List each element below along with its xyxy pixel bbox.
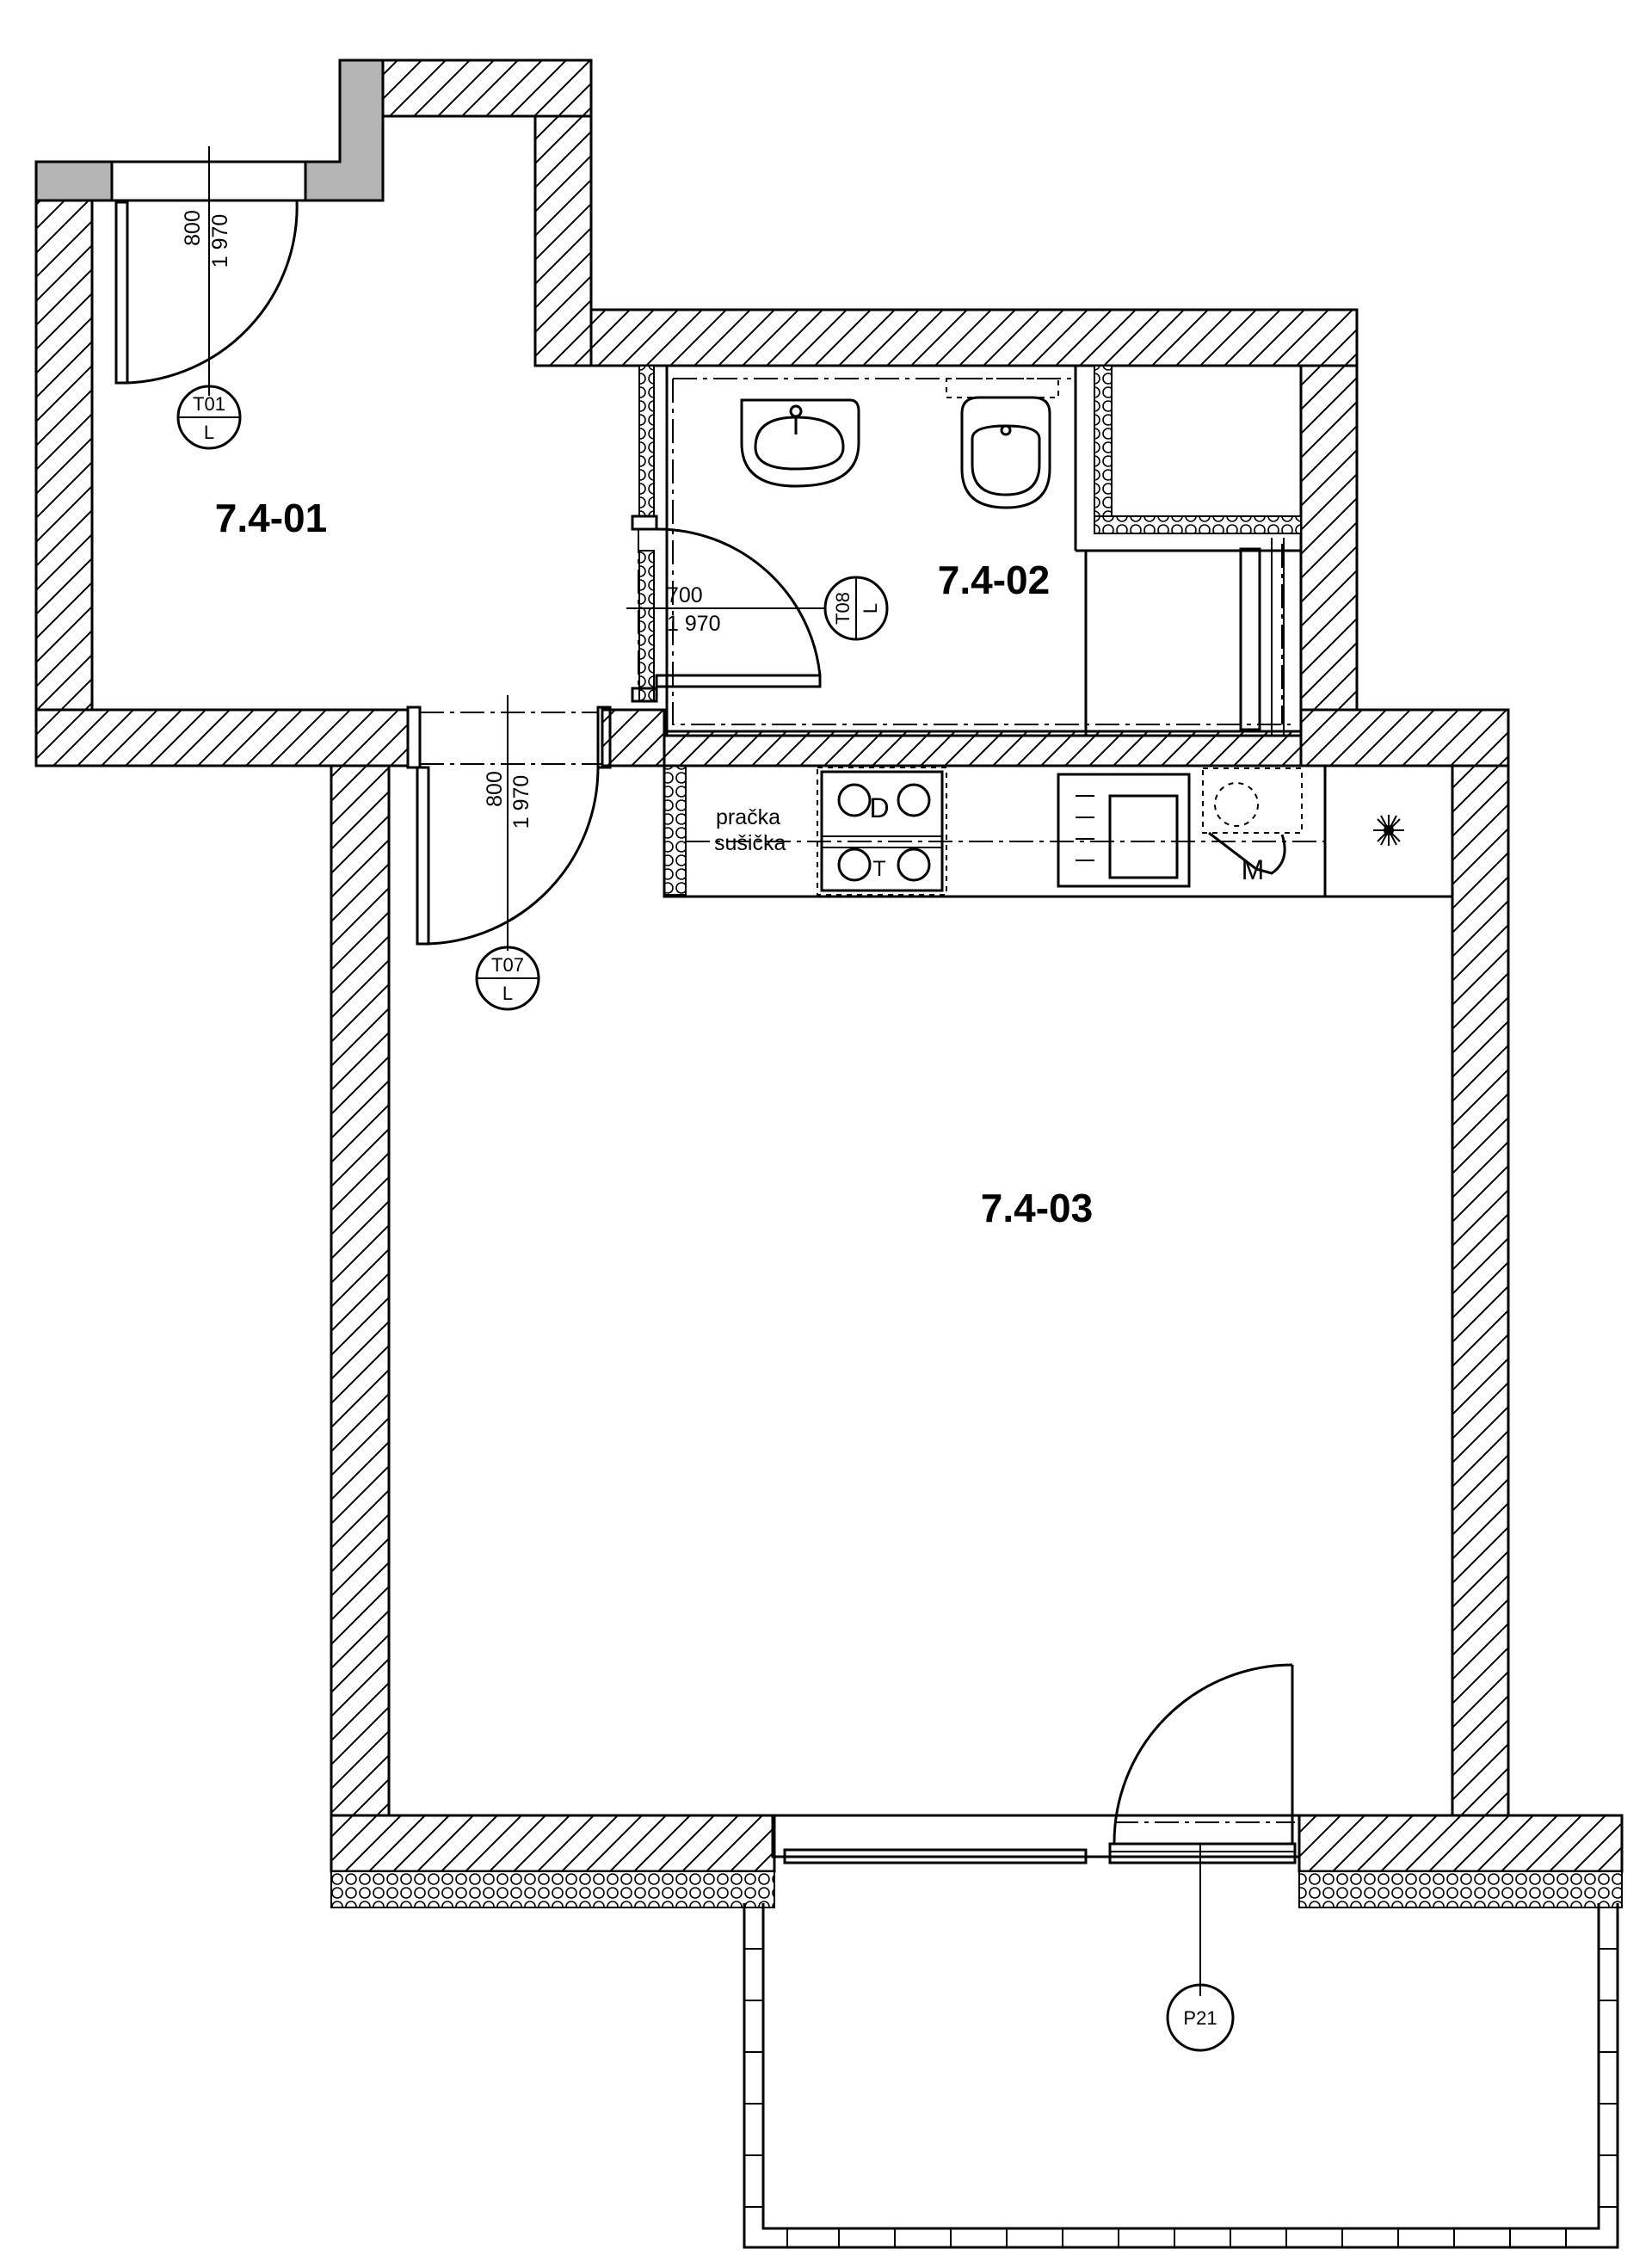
door-tag-t08: T08 L (823, 576, 889, 641)
insulation-bottom-left (330, 1870, 775, 1908)
wall-corner-piece (601, 708, 666, 767)
insulation-bottom-right (1298, 1870, 1623, 1908)
insulation-shaft-left (1094, 365, 1113, 521)
washer-label: pračka (716, 805, 780, 829)
shower-tray (1239, 547, 1261, 731)
bathroom-outline (665, 366, 1301, 737)
vent-icon (1373, 815, 1404, 846)
insulation-bath-left-low (638, 550, 655, 702)
wall-bath-bottom (663, 730, 1303, 767)
wall-living-right (1451, 760, 1510, 1817)
door-p21[interactable] (771, 1663, 1301, 1996)
walls (34, 59, 1624, 1873)
dryer-mark: D (869, 792, 889, 823)
dryer-label: sušička (714, 831, 786, 855)
door-width-label: 800 (181, 210, 205, 246)
balcony (743, 1903, 1619, 2249)
door-tag-code: T07 (491, 954, 524, 976)
sink-unit (1057, 773, 1191, 888)
room-label-living: 7.4-03 (981, 1186, 1093, 1230)
toilet (946, 378, 1059, 509)
door-t01[interactable] (110, 146, 307, 396)
door-height-label: 1 970 (208, 214, 232, 268)
kitchen-counter (663, 764, 1454, 898)
door-height-label: 1 970 (509, 775, 533, 829)
door-t08[interactable] (626, 515, 824, 703)
washbasin (740, 398, 860, 488)
microwave (1202, 767, 1303, 834)
wall-bottom-left (330, 1814, 776, 1873)
room-label-bath: 7.4-02 (938, 558, 1050, 602)
microwave-mark: M (1242, 854, 1265, 885)
door-tag-t01: T01 L (176, 385, 242, 450)
tumble-mark: T (872, 857, 885, 881)
wall-top-step (533, 114, 593, 367)
wall-entry-bottom (34, 708, 410, 767)
insulation (330, 365, 1623, 1908)
washer-dryer-stack (817, 767, 947, 896)
door-tag-t07: T07 L (475, 946, 540, 1011)
insulation-kitchen (663, 765, 687, 896)
door-tag-side: L (204, 422, 214, 443)
wall-bottom-right (1298, 1814, 1624, 1873)
wall-right-step (1299, 708, 1510, 767)
wall-top-right (589, 308, 1359, 367)
door-tag-code: P21 (1183, 2007, 1217, 2029)
room-label-entry: 7.4-01 (215, 496, 327, 540)
door-tag-p21: P21 (1166, 1983, 1235, 2052)
door-tag-code: T08 (832, 592, 854, 625)
wall-right-upper (1299, 364, 1359, 763)
wall-top-left (381, 59, 593, 118)
door-t07[interactable] (406, 695, 612, 951)
door-height-label: 1 970 (667, 612, 721, 636)
door-tag-code: T01 (193, 393, 225, 415)
wall-entry-left (34, 199, 94, 767)
wall-living-left (330, 764, 391, 1817)
door-width-label: 800 (483, 771, 507, 807)
insulation-shaft-bottom (1094, 515, 1302, 534)
door-width-label: 700 (667, 583, 703, 607)
insulation-bath-left (638, 365, 655, 517)
door-tag-side: L (502, 983, 513, 1004)
door-tag-side: L (860, 603, 881, 613)
